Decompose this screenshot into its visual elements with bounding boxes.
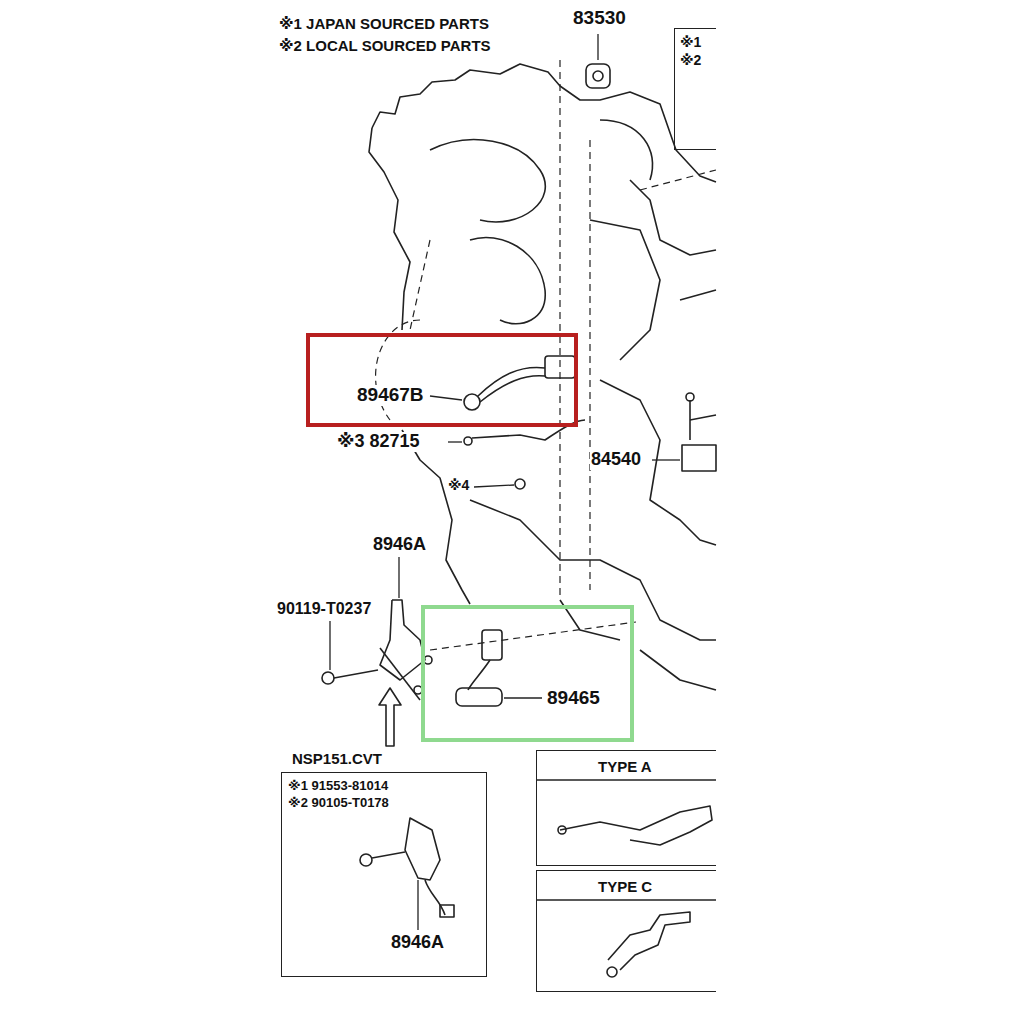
callout-number: 89465 [546,688,601,709]
callout-box: 89465 [421,605,634,742]
type-panel: TYPE C [536,870,716,992]
part-number: ※2 90105-T0178 [287,796,390,810]
callout-number: 8946A [390,933,445,953]
callout-box: 89467B [306,333,578,427]
inset-panel: NSP151.CVT※1 91553-81014※2 90105-T017889… [281,772,487,977]
callout-number: ※1 [679,35,702,50]
note-mark: ※4 [447,478,470,493]
note-text: ※2 LOCAL SOURCED PARTS [278,38,492,55]
callout-number: 8946A [372,535,427,555]
part-number: ※1 91553-81014 [287,779,389,793]
callout-box: ※1※2 [674,28,716,150]
panel-title: TYPE A [597,759,653,776]
model-heading: NSP151.CVT [291,751,383,768]
panel-title: TYPE C [597,879,653,896]
callout-number: 90119-T0237 [276,600,372,618]
type-panel: TYPE A [536,750,716,866]
callout-number: 84540 [590,450,642,470]
note-text: ※1 JAPAN SOURCED PARTS [278,16,490,33]
callout-number: ※2 [679,53,702,68]
callout-number: ※3 82715 [336,432,421,452]
callout-number: 89467B [356,385,425,406]
callout-number: 83530 [572,8,627,29]
